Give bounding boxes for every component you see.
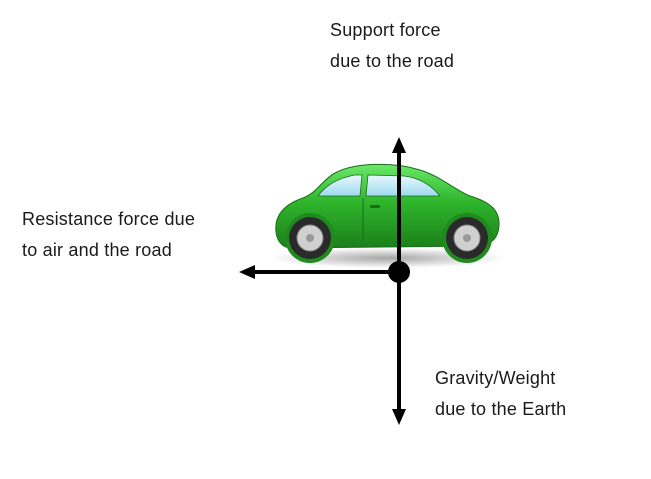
car-window-front	[317, 174, 363, 197]
gravity-label-line2: due to the Earth	[435, 399, 567, 419]
car-door-handle	[370, 205, 380, 208]
support-force-arrow	[392, 137, 406, 272]
gravity-force-label: Gravity/Weight due to the Earth	[435, 363, 566, 425]
car-icon	[270, 163, 506, 268]
resistance-label-line2: to air and the road	[22, 240, 172, 260]
rear-wheel-icon	[442, 213, 492, 263]
resistance-force-label: Resistance force due to air and the road	[22, 204, 195, 266]
resistance-force-arrow	[239, 265, 399, 279]
support-force-label: Support force due to the road	[330, 15, 454, 77]
support-label-line2: due to the road	[330, 51, 455, 71]
car-window-rear	[365, 174, 441, 197]
gravity-label-line1: Gravity/Weight	[435, 368, 556, 388]
support-label-line1: Support force	[330, 20, 441, 40]
front-wheel-icon	[285, 213, 335, 263]
resistance-label-line1: Resistance force due	[22, 209, 196, 229]
center-of-mass-dot	[388, 261, 410, 283]
gravity-force-arrow	[392, 272, 406, 425]
